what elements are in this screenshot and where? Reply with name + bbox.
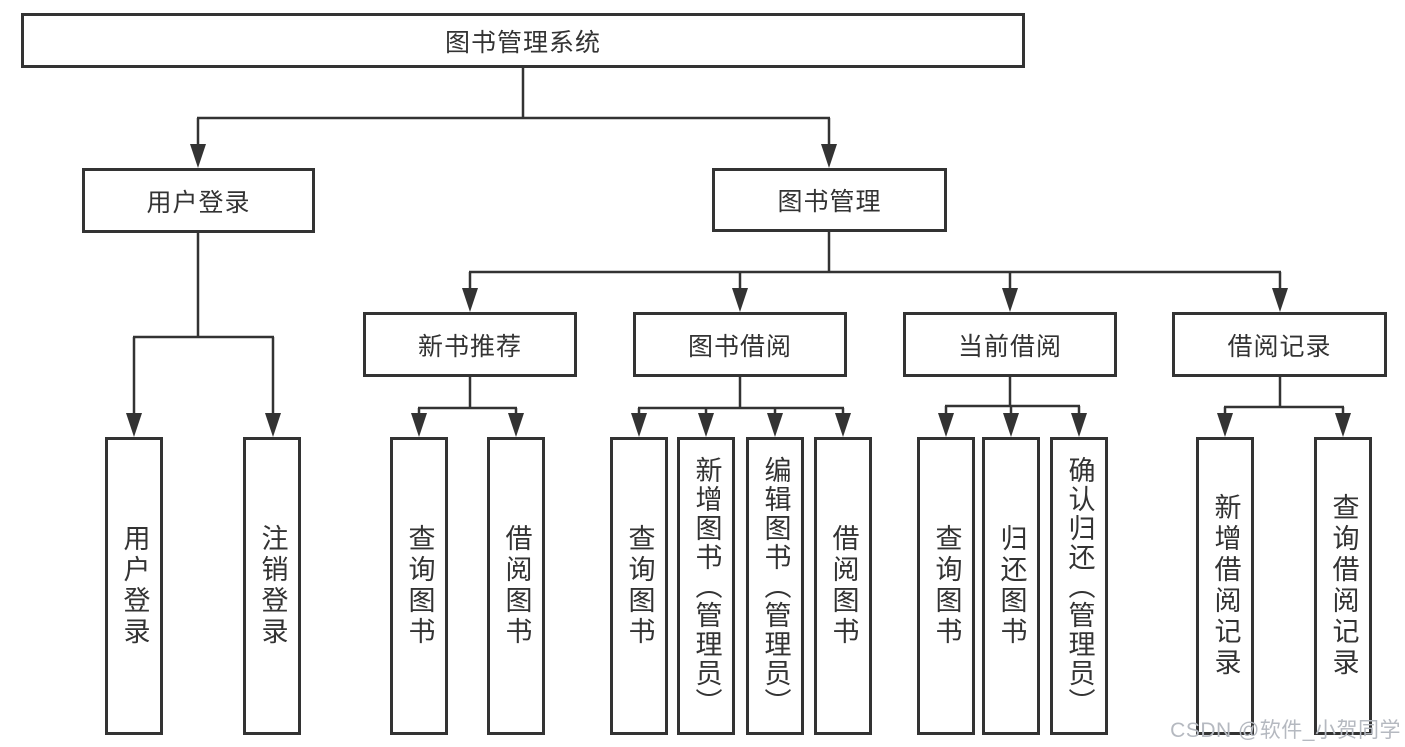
- node-borrow-records-label: 借阅记录: [1227, 332, 1332, 361]
- leaf-add-book-admin: 新增图书（管理员）: [677, 437, 735, 735]
- node-current-borrow: 当前借阅: [903, 312, 1117, 377]
- node-borrow-records: 借阅记录: [1172, 312, 1387, 377]
- node-new-book-recommend-label: 新书推荐: [417, 332, 522, 361]
- leaf-add-borrow-record-label: 新增借阅记录: [1210, 493, 1241, 679]
- node-book-borrow-label: 图书借阅: [687, 332, 792, 361]
- edge-root-to-level2: [190, 68, 837, 168]
- leaf-confirm-return-admin-label: 确认归还（管理员）: [1064, 455, 1095, 717]
- edge-book-borrow-to-leaves: [631, 377, 851, 437]
- node-book-management: 图书管理: [712, 168, 947, 232]
- leaf-query-books-1-label: 查询图书: [404, 524, 435, 648]
- node-root: 图书管理系统: [21, 13, 1025, 68]
- leaf-query-books-2: 查询图书: [610, 437, 668, 735]
- leaf-query-books-2-label: 查询图书: [624, 524, 655, 648]
- leaf-borrow-books-2: 借阅图书: [814, 437, 872, 735]
- leaf-return-book-label: 归还图书: [996, 524, 1027, 648]
- leaf-borrow-books-2-label: 借阅图书: [828, 524, 859, 648]
- csdn-watermark: CSDN @软件_小贺同学: [1170, 719, 1401, 742]
- leaf-query-borrow-record-label: 查询借阅记录: [1328, 493, 1359, 679]
- leaf-logout-label: 注销登录: [257, 524, 288, 648]
- edge-borrow-records-to-leaves: [1217, 377, 1351, 437]
- node-book-borrow: 图书借阅: [633, 312, 847, 377]
- node-root-label: 图书管理系统: [444, 28, 601, 57]
- leaf-query-books-3-label: 查询图书: [931, 524, 962, 648]
- leaf-query-books-3: 查询图书: [917, 437, 975, 735]
- node-user-login-label: 用户登录: [146, 188, 251, 217]
- leaf-query-borrow-record: 查询借阅记录: [1314, 437, 1372, 735]
- leaf-query-books-1: 查询图书: [390, 437, 448, 735]
- leaf-user-login: 用户登录: [105, 437, 163, 735]
- node-new-book-recommend: 新书推荐: [363, 312, 577, 377]
- edge-new-book-recommend-to-leaves: [411, 377, 524, 437]
- leaf-edit-book-admin-label: 编辑图书（管理员）: [760, 455, 791, 717]
- edge-book-management-to-level3: [462, 232, 1288, 312]
- leaf-edit-book-admin: 编辑图书（管理员）: [746, 437, 804, 735]
- leaf-borrow-books-1-label: 借阅图书: [501, 524, 532, 648]
- node-current-borrow-label: 当前借阅: [957, 332, 1062, 361]
- leaf-add-book-admin-label: 新增图书（管理员）: [691, 455, 722, 717]
- leaf-confirm-return-admin: 确认归还（管理员）: [1050, 437, 1108, 735]
- leaf-return-book: 归还图书: [982, 437, 1040, 735]
- leaf-borrow-books-1: 借阅图书: [487, 437, 545, 735]
- edge-current-borrow-to-leaves: [938, 377, 1087, 437]
- leaf-add-borrow-record: 新增借阅记录: [1196, 437, 1254, 735]
- edge-user-login-to-leaves: [126, 233, 281, 437]
- leaf-user-login-label: 用户登录: [119, 524, 150, 648]
- node-book-management-label: 图书管理: [777, 188, 882, 216]
- node-user-login: 用户登录: [82, 168, 315, 233]
- leaf-logout: 注销登录: [243, 437, 301, 735]
